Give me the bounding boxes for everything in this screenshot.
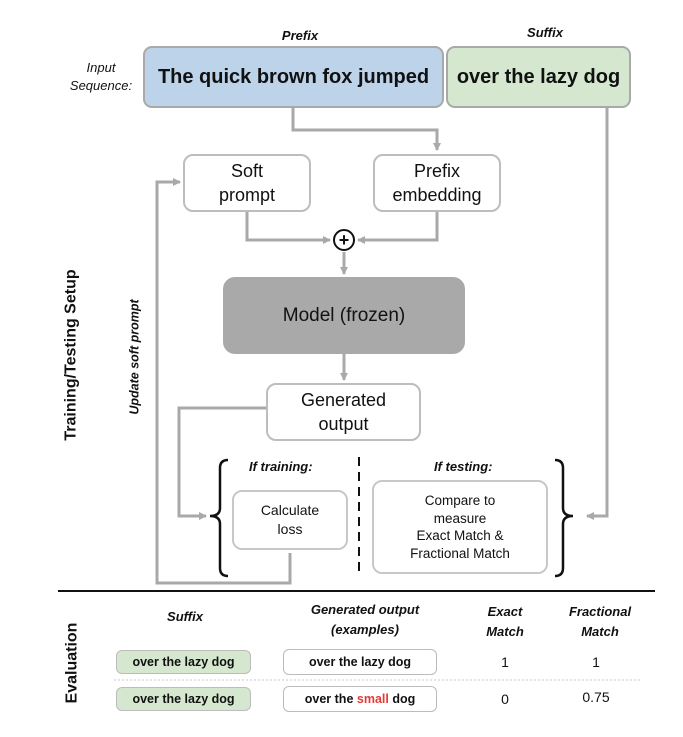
eval-exact-header: Exact Match: [470, 602, 540, 642]
soft-prompt-line1: Soft: [230, 161, 264, 181]
eval-row1-generated: over the lazy dog: [283, 649, 437, 675]
loss-line1: Calculate: [260, 502, 320, 518]
eval-row2-fractional: 0.75: [582, 689, 610, 705]
loss-line2: loss: [277, 521, 303, 537]
eval-row2-generated-before: over the: [304, 692, 357, 706]
prefix-embedding-box: Prefix embedding: [373, 154, 501, 212]
prefix-header: Prefix: [281, 27, 319, 43]
eval-row1-exact: 1: [501, 654, 509, 670]
eval-generated-header: Generated output (examples): [290, 600, 440, 640]
eval-generated-header-line1: Generated output: [310, 602, 420, 617]
eval-row2-exact: 0: [501, 691, 509, 707]
eval-row1-suffix: over the lazy dog: [116, 650, 251, 674]
arrow-softprompt-to-plus: [245, 212, 331, 244]
calculate-loss-box: Calculate loss: [232, 490, 348, 550]
soft-prompt-line2: prompt: [218, 185, 276, 205]
arrow-prefix-to-embedding: [291, 107, 441, 151]
testing-bracket: [554, 458, 574, 578]
compare-line2: measure: [433, 510, 487, 526]
suffix-input-box: over the lazy dog: [446, 46, 631, 108]
input-sequence-label: Input Sequence:: [66, 59, 136, 95]
prefix-input-box: The quick brown fox jumped: [143, 46, 444, 108]
eval-row1-generated-before: over the lazy dog: [308, 655, 412, 669]
compare-line3: Exact Match &: [416, 528, 504, 543]
training-testing-setup-label: Training/Testing Setup: [63, 269, 81, 441]
plus-icon: +: [338, 230, 350, 250]
testing-title: If testing:: [434, 459, 493, 474]
eval-row2-generated: over the small dog: [283, 686, 437, 712]
eval-suffix-header: Suffix: [167, 608, 203, 624]
prefix-embedding-line1: Prefix: [413, 161, 460, 181]
plus-circle: [333, 229, 355, 251]
eval-row2-generated-highlight: small: [356, 692, 389, 706]
input-label-line1: Input: [86, 60, 116, 75]
compare-line4: Fractional Match: [410, 545, 510, 561]
eval-row2-suffix: over the lazy dog: [116, 687, 251, 711]
compare-line1: Compare to: [424, 493, 496, 508]
evaluation-label: Evaluation: [63, 622, 80, 704]
eval-fractional-header-line1: Fractional: [568, 604, 632, 619]
frozen-model-box: Model (frozen): [223, 277, 465, 354]
input-label-line2: Sequence:: [69, 78, 133, 93]
generated-line2: output: [318, 414, 369, 434]
eval-generated-header-line2: (examples): [331, 622, 399, 637]
generated-output-box: Generated output: [266, 383, 421, 441]
eval-exact-header-line2: Match: [486, 624, 524, 639]
eval-exact-header-line1: Exact: [487, 604, 523, 619]
eval-fractional-header: Fractional Match: [555, 602, 645, 642]
soft-prompt-box: Soft prompt: [183, 154, 311, 212]
arrow-loss-to-softprompt: [155, 178, 292, 585]
compare-box: Compare to measure Exact Match & Fractio…: [372, 480, 548, 574]
training-title: If training:: [249, 459, 313, 474]
arrow-suffix-to-compare: [586, 108, 609, 520]
training-bracket: [209, 458, 229, 578]
generated-line1: Generated: [300, 390, 387, 410]
eval-row1-fractional: 1: [592, 654, 600, 670]
eval-fractional-header-line2: Match: [581, 624, 619, 639]
update-soft-prompt-label: Update soft prompt: [128, 299, 142, 415]
arrow-embedding-to-plus: [357, 212, 439, 244]
suffix-header: Suffix: [527, 24, 563, 40]
arrow-generated-to-loss: [177, 406, 266, 520]
eval-row2-generated-after: dog: [388, 692, 416, 706]
prefix-embedding-line2: embedding: [392, 185, 482, 205]
